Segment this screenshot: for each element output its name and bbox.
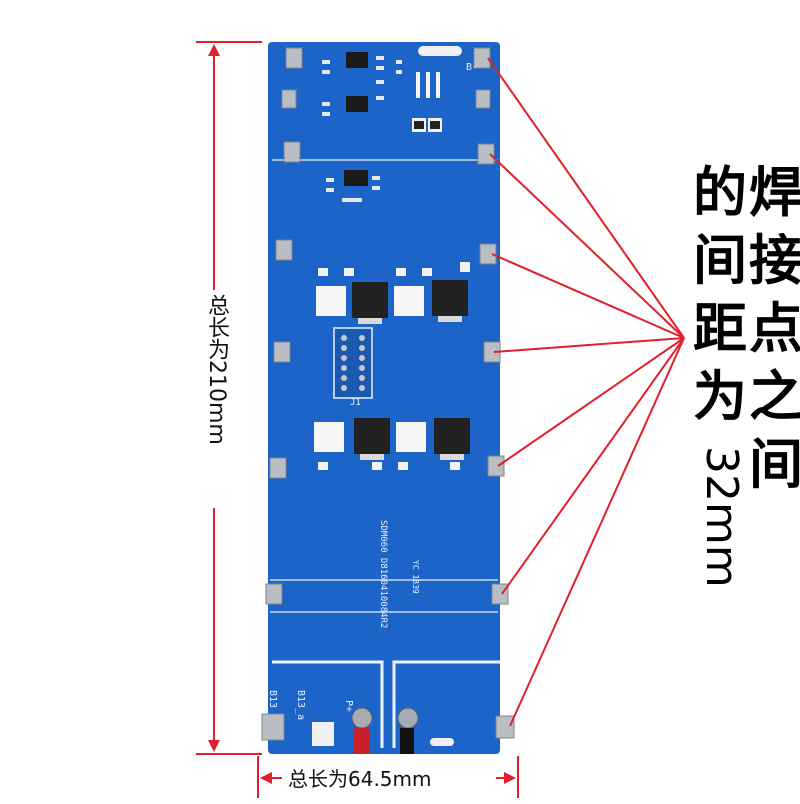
solder-point-pointer-lines <box>487 57 685 727</box>
spacing-char: 间 <box>693 229 747 292</box>
height-dimension-line <box>196 41 262 755</box>
spacing-char: 的 <box>693 161 747 224</box>
spacing-char: 接 <box>749 229 800 292</box>
header-j1 <box>333 327 373 399</box>
silkscreen-small: YC 1839 <box>411 560 420 594</box>
mosfet-group-1 <box>316 262 470 324</box>
mosfet-group-2 <box>314 418 470 470</box>
spacing-annotation-col1: 的 间 距 为 32mm <box>688 160 752 602</box>
spacing-char: 间 <box>749 433 800 496</box>
silkscreen-b-minus: B- <box>466 62 479 73</box>
spacing-char: 为 <box>693 365 747 428</box>
silkscreen-j1: J1 <box>350 398 361 408</box>
silkscreen-board-code: SDM060 D8160410084R2 <box>378 520 388 629</box>
silkscreen-b13a: B13_a <box>295 690 306 721</box>
silkscreen-b13: B13 <box>267 690 278 709</box>
solder-pads <box>261 47 515 741</box>
pcb-board <box>268 42 500 754</box>
spacing-char: 焊 <box>749 161 800 224</box>
spacing-char: 点 <box>749 297 800 360</box>
spacing-char: 之 <box>749 365 800 428</box>
spacing-value: 32mm <box>696 446 747 588</box>
height-label: 总长为210mm <box>196 290 236 449</box>
spacing-char: 距 <box>693 297 747 360</box>
spacing-annotation-col2: 焊 接 点 之 间 <box>746 160 800 500</box>
width-label: 总长为64.5mm <box>284 763 436 792</box>
width-dimension-line <box>257 756 519 798</box>
silkscreen-p-plus: P+ <box>343 700 354 713</box>
